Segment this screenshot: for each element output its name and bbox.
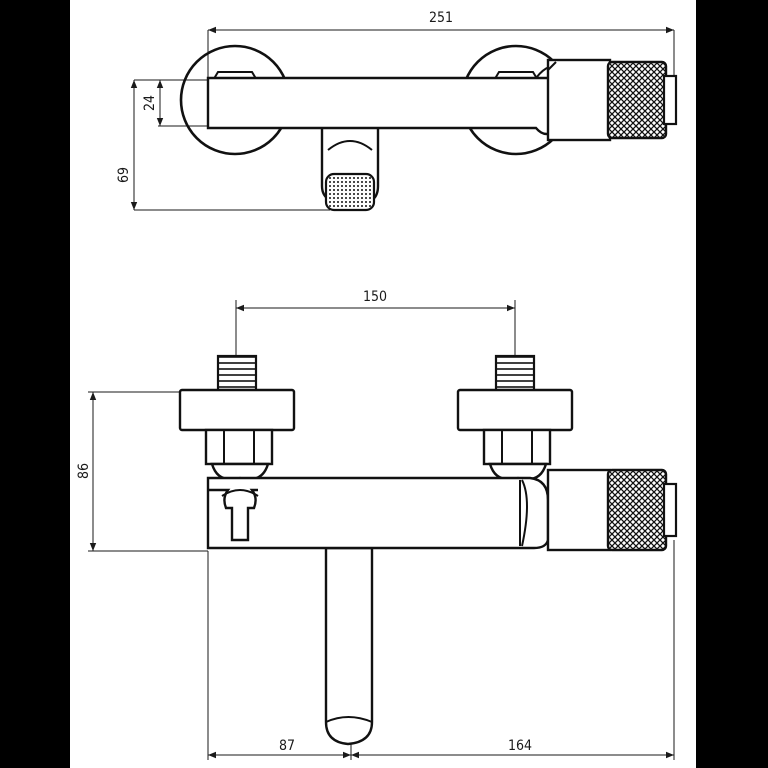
dim-label-251: 251 — [429, 10, 453, 26]
aerator-icon — [324, 172, 376, 212]
thermostat-knob-front — [606, 468, 668, 552]
right-thread-icon — [494, 354, 536, 392]
front-view: 150 86 87 164 — [76, 289, 678, 760]
dim-label-86: 86 — [76, 463, 92, 479]
thermostat-knob-top — [606, 60, 668, 140]
left-nut-front — [204, 428, 274, 466]
right-rosette-front — [456, 388, 574, 432]
knob-cap-front — [662, 482, 678, 538]
dim-label-164: 164 — [508, 738, 532, 754]
left-thread-icon — [216, 354, 258, 392]
top-view: 251 24 69 — [116, 10, 678, 212]
mixer-body-front — [206, 476, 550, 550]
mixer-body-top — [206, 76, 562, 136]
dim-label-87: 87 — [279, 738, 295, 754]
dim-label-24: 24 — [142, 95, 158, 111]
dim-label-150: 150 — [363, 289, 387, 305]
right-nut-front — [482, 428, 552, 466]
shower-holder — [208, 488, 258, 542]
dim-label-69: 69 — [116, 167, 132, 183]
spout-front — [324, 546, 374, 746]
left-rosette-front — [178, 388, 296, 432]
knob-cap-top — [662, 74, 678, 126]
